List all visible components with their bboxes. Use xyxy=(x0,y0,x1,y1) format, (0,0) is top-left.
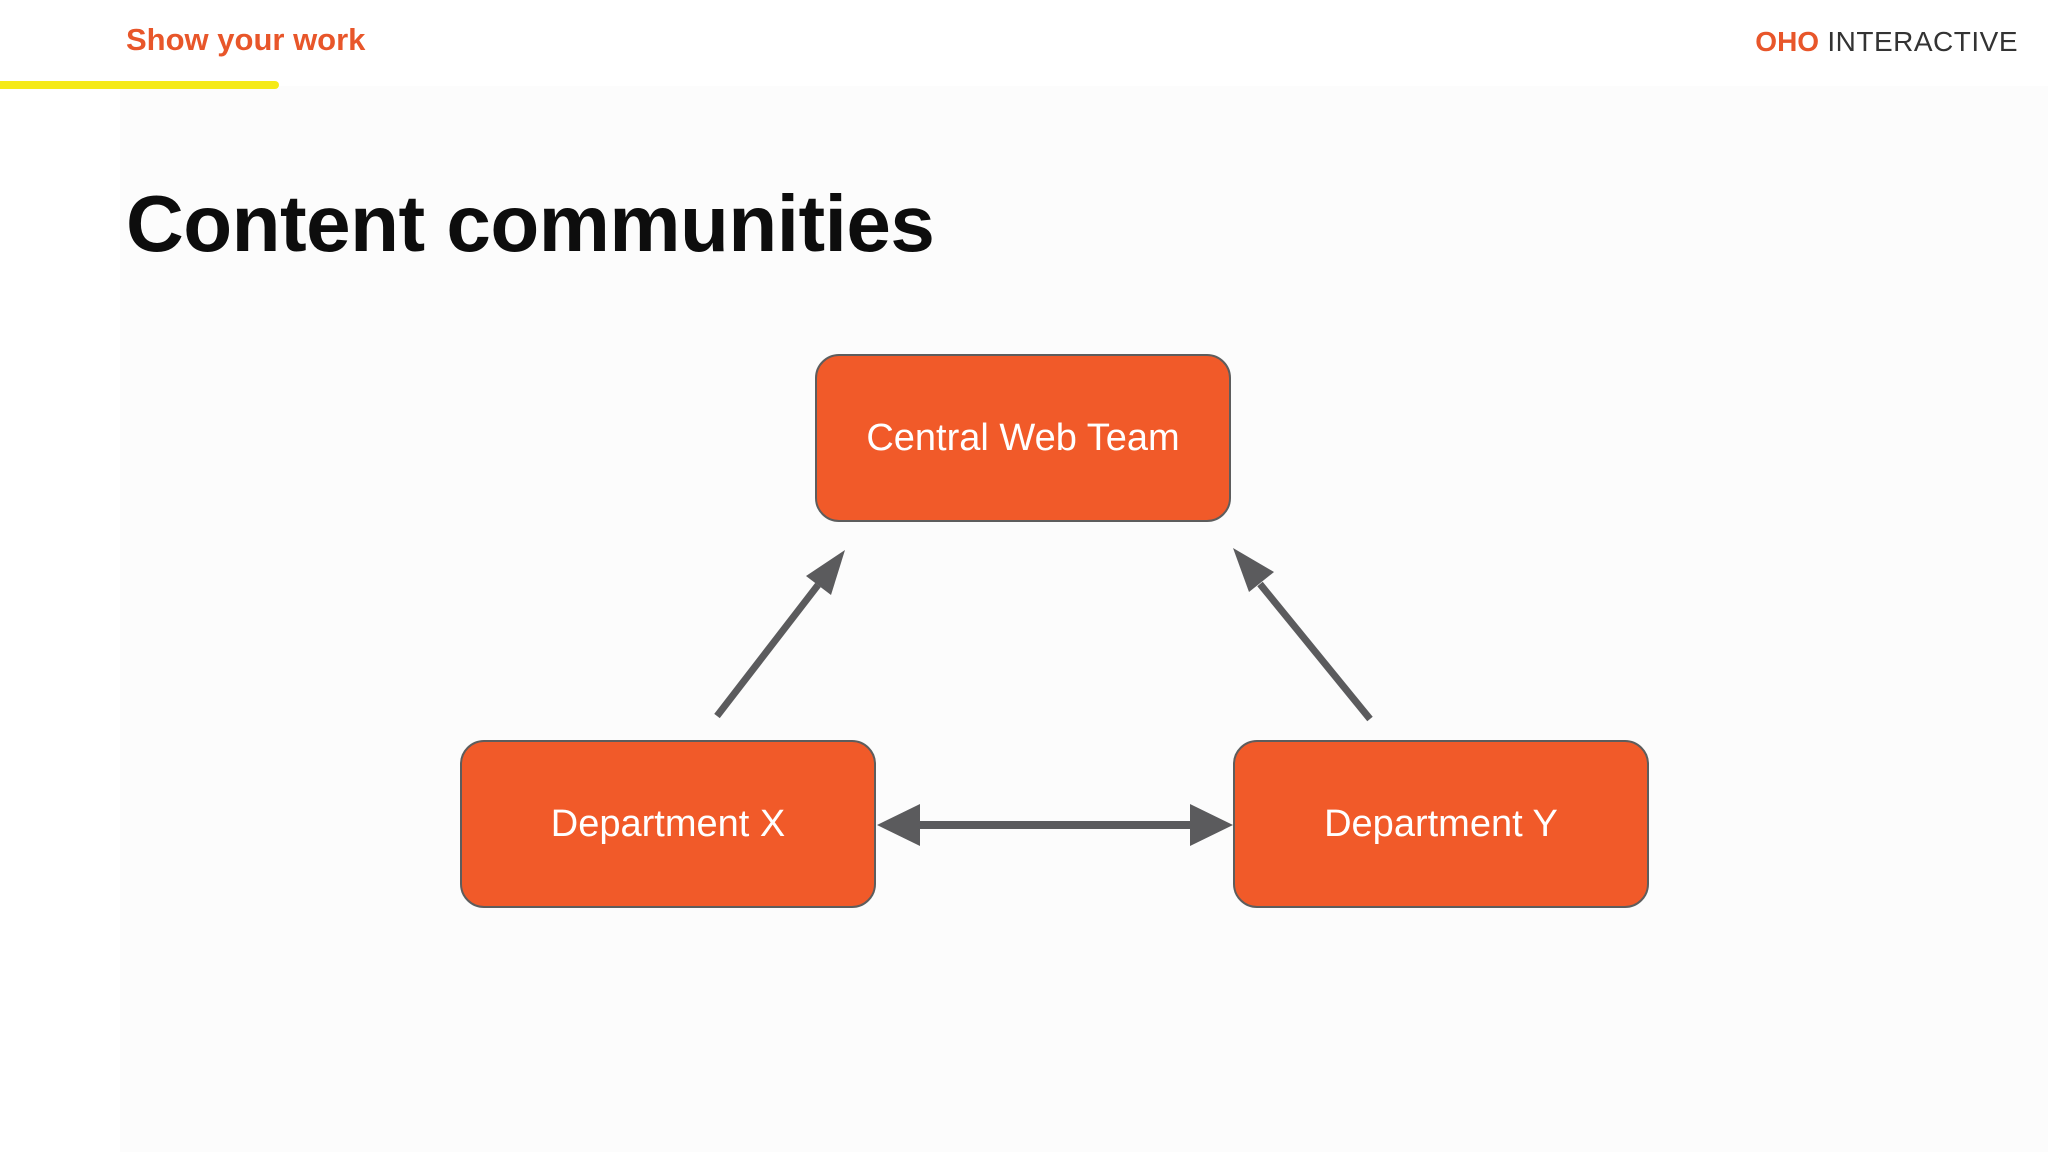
arrow-x-to-central-head xyxy=(806,550,845,595)
section-underline xyxy=(0,81,279,89)
node-department-y: Department Y xyxy=(1233,740,1649,908)
section-label: Show your work xyxy=(126,22,366,57)
logo-brand: OHO xyxy=(1755,26,1820,57)
logo-wordmark: INTERACTIVE xyxy=(1819,26,2018,57)
arrow-y-to-central-shaft xyxy=(1257,581,1373,722)
page-title: Content communities xyxy=(126,179,935,268)
node-label: Department X xyxy=(550,802,786,845)
node-label: Central Web Team xyxy=(866,416,1180,459)
company-logo: OHO INTERACTIVE xyxy=(1755,26,2018,58)
arrow-y-to-central-head xyxy=(1233,548,1274,592)
arrow-x-to-central xyxy=(714,550,845,719)
arrow-x-y-bidirectional xyxy=(877,804,1233,846)
node-department-x: Department X xyxy=(460,740,876,908)
node-central-web-team: Central Web Team xyxy=(815,354,1231,522)
node-label: Department Y xyxy=(1324,802,1558,845)
arrow-x-y-head-left xyxy=(877,804,920,846)
slide-background xyxy=(120,86,2048,1152)
arrow-x-to-central-shaft xyxy=(714,582,821,719)
arrow-y-to-central xyxy=(1233,548,1373,722)
arrow-x-y-head-right xyxy=(1190,804,1233,846)
